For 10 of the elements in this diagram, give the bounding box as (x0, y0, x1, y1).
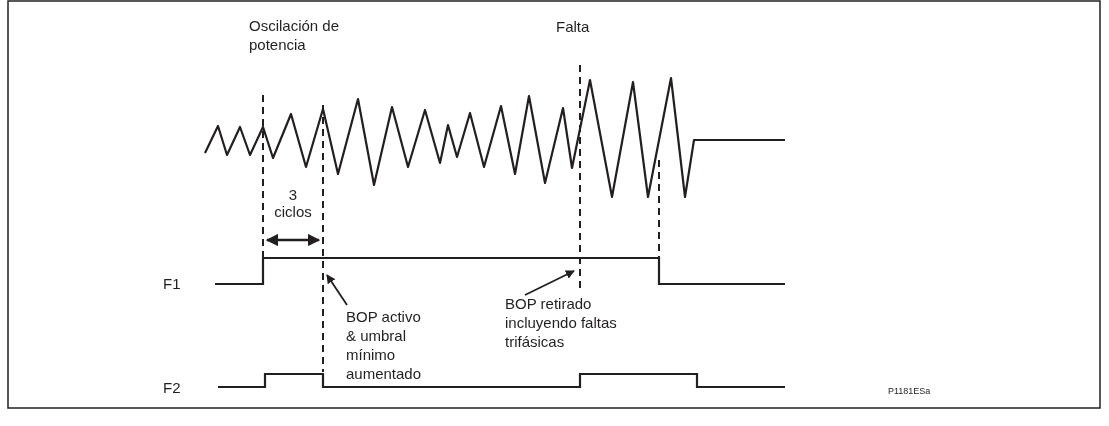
leader-line (524, 270, 575, 296)
signal-name: F2 (163, 378, 181, 397)
figure-reference: P1181ESa (888, 385, 931, 398)
event-label: Falta (556, 17, 590, 36)
annotation-text: BOP activo & umbral mínimo aumentado (346, 307, 428, 383)
leader-line (326, 274, 348, 306)
signal-name: F1 (163, 274, 181, 293)
annotation-text: BOP retirado incluyendo faltas trifásicas (505, 294, 623, 351)
event-label: Oscilación de potencia (249, 16, 341, 54)
interval-label: 3 ciclos (273, 186, 313, 220)
